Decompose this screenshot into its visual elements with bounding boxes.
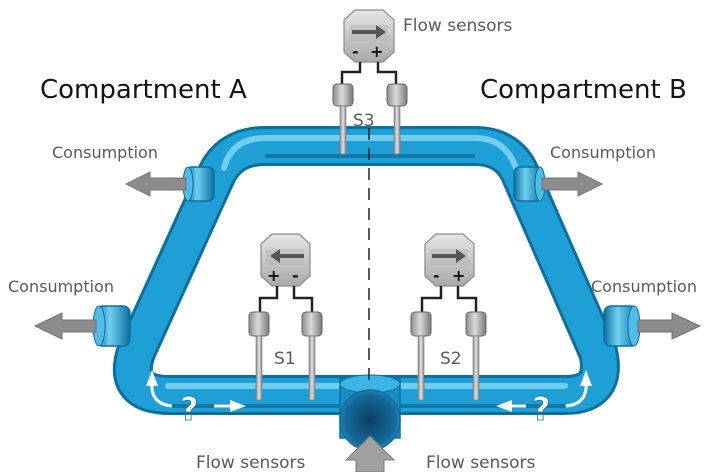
sensor-wires xyxy=(258,286,314,314)
probe xyxy=(339,105,347,155)
consumption-stub-lower-left xyxy=(33,305,131,347)
outflow-arrow xyxy=(124,171,187,197)
meter-s2-minus: - xyxy=(433,266,440,285)
transducer xyxy=(248,311,270,337)
consumption-label-upper-right: Consumption xyxy=(550,143,656,162)
sensor-wires xyxy=(420,286,478,314)
consumption-label-lower-right: Consumption xyxy=(591,277,697,296)
probe xyxy=(393,105,401,155)
probe xyxy=(308,335,316,401)
consumption-label-lower-left: Consumption xyxy=(8,277,114,296)
flow-sensors-label-top: Flow sensors xyxy=(403,16,513,36)
outflow-arrow xyxy=(33,312,97,340)
sensor-s1: + - S1 xyxy=(248,233,323,401)
consumption-label-upper-left: Consumption xyxy=(52,143,158,162)
transducer xyxy=(410,311,432,337)
flow-sensors-label-bottom-right: Flow sensors xyxy=(426,453,536,472)
transducer xyxy=(332,83,354,107)
outflow-arrow xyxy=(637,312,702,340)
inflow-arrow xyxy=(344,435,396,472)
transducer xyxy=(465,311,487,337)
arrow-right-icon xyxy=(432,249,466,263)
arrow-left-icon xyxy=(270,249,304,263)
compartment-a-label: Compartment A xyxy=(40,75,247,105)
outflow-arrow xyxy=(541,171,604,197)
question-mark-left: ? xyxy=(180,390,199,428)
flow-arrows-right: ? xyxy=(496,370,592,428)
consumption-stub-upper-right xyxy=(513,166,604,202)
consumption-stub-upper-left xyxy=(124,166,215,202)
question-mark-right: ? xyxy=(532,390,551,428)
sensor-label-s2: S2 xyxy=(440,349,462,369)
probe xyxy=(417,335,425,401)
probe xyxy=(472,335,480,401)
meter-s1-minus: - xyxy=(292,266,299,285)
flow-arrows-left: ? xyxy=(146,370,246,428)
compartment-b-label: Compartment B xyxy=(480,75,687,105)
meter-s3-minus: - xyxy=(352,42,359,61)
sensor-wires xyxy=(340,62,398,86)
meter-s1-plus: + xyxy=(267,266,280,285)
sensor-s2: - + S2 xyxy=(410,233,487,401)
consumption-stub-lower-right xyxy=(603,305,702,347)
sensor-s3: - + S3 xyxy=(332,9,408,155)
sensor-label-s1: S1 xyxy=(274,349,296,369)
meter-s2-plus: + xyxy=(452,266,465,285)
arrow-right-icon xyxy=(352,25,386,39)
probe xyxy=(255,335,263,401)
transducer xyxy=(301,311,323,337)
transducer xyxy=(386,83,408,107)
flow-sensors-label-bottom-left: Flow sensors xyxy=(196,453,306,472)
inlet-pipe xyxy=(339,374,401,472)
sensor-label-s3: S3 xyxy=(353,111,375,131)
meter-s3-plus: + xyxy=(370,42,383,61)
